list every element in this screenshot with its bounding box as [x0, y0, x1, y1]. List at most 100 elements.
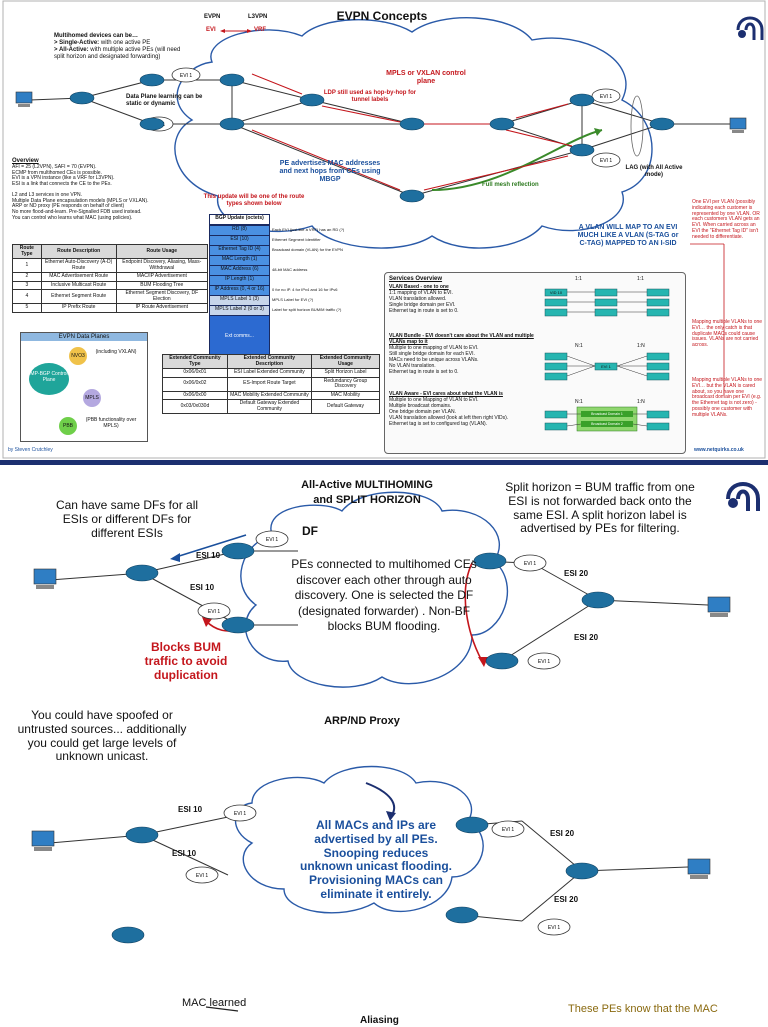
- table-cell: 5: [12, 303, 42, 313]
- service-line: Multiple to one Mapping of VLAN to EVI.: [389, 397, 479, 403]
- ratio-label: 1:1: [637, 276, 644, 282]
- right-note-3: Mapping multiple VLANs to one EVI… but t…: [692, 377, 763, 418]
- esi20-label: ESI 20: [574, 633, 599, 642]
- mpls-plane-note: MPLS or VXLAN control plane: [386, 70, 466, 86]
- bgp-update-title: BGP Update (octets): [209, 214, 270, 225]
- esi20-label: ESI 20: [554, 895, 579, 904]
- ratio-label: 1:N: [637, 343, 645, 349]
- mac-learned-note: MAC learned: [182, 997, 247, 1009]
- service-mapping-diagram: [544, 288, 670, 432]
- computer-icons: [15, 91, 747, 133]
- ext-community-table: Extended Community Type Extended Communi…: [162, 354, 381, 414]
- bgp-note: Each EVI (just like a VRF) has an RD (?): [272, 227, 345, 232]
- data-planes-box: EVPN Data Planes MP-BGP Control Plane NV…: [20, 332, 148, 442]
- ldp-note: LDP still used as hop-by-hop for tunnel …: [323, 90, 417, 103]
- vxlan-note: (including VXLAN): [95, 349, 137, 355]
- evpn-mapping-label: EVPN: [204, 14, 221, 20]
- evi-label-c: EVI 1: [600, 94, 612, 100]
- evi-tag: EVI 1: [208, 609, 220, 615]
- arp-proxy-title: ARP/ND Proxy: [324, 715, 400, 727]
- table-cell: 4: [12, 289, 42, 304]
- bgp-note: MPLS Label for EVI (?): [272, 297, 314, 302]
- service-vlan-bundle: VLAN Bundle - EVI doesn't care about the…: [389, 333, 539, 375]
- mpls-circle: MPLS: [83, 389, 101, 407]
- panel-divider: [0, 460, 768, 465]
- single-active-desc: with one active PE: [99, 39, 151, 46]
- right-note-1: One EVI per VLAN (possibly indicating ea…: [692, 199, 760, 240]
- page-title: EVPN Concepts: [336, 9, 428, 23]
- table-cell: MAC Mobility: [310, 390, 381, 400]
- evi-mapping-label: EVI: [206, 27, 216, 33]
- evi-tag: EVI 1: [548, 925, 560, 931]
- pbb-circle: PBB: [59, 417, 77, 435]
- table-cell: 0x03/0x030d: [162, 399, 228, 414]
- section-title-1: All-Active MULTIHOMING: [301, 479, 433, 491]
- table-cell: MAC Mobility Extended Community: [226, 390, 312, 400]
- proxy-note: All MACs and IPs are advertised by all P…: [300, 818, 452, 901]
- dp-learning-note: Data Plane learning can be static or dyn…: [126, 94, 203, 107]
- ratio-label: N:1: [575, 399, 583, 405]
- table-cell: Inclusive Multicast Route: [40, 280, 117, 290]
- table-cell: 1: [12, 258, 42, 273]
- overview-line: ARP or ND proxy (PE responds on behalf o…: [12, 203, 125, 210]
- services-heading: Services Overview: [389, 276, 443, 282]
- service-line: Ethernet tag in route is set to 0.: [389, 369, 459, 375]
- overview-line: EVI is a VPN instance (like a VRF for L3…: [12, 175, 115, 182]
- blocks-bum-note: Blocks BUM traffic to avoid duplication: [144, 640, 228, 682]
- service-line: VLAN translation allowed.: [389, 296, 447, 302]
- table-cell: Ethernet Segment Discovery, DF Election: [115, 289, 209, 304]
- service-line: Multiple broadcast domains.: [389, 403, 452, 409]
- table-cell: ESI Label Extended Community: [226, 368, 312, 378]
- esi20-label: ESI 20: [550, 829, 575, 838]
- table-cell: Default Gateway Extended Community: [226, 399, 312, 414]
- ratio-label: N:1: [575, 343, 583, 349]
- overview-heading: Overview: [12, 158, 39, 164]
- bgp-note: 0 for no IP. 4 for IPv4 and 16 for IPv6: [272, 287, 338, 292]
- route-type-table: Route Type Route Description Route Usage…: [12, 244, 209, 313]
- all-active-desc: with multiple active PEs (will need spli…: [54, 46, 181, 60]
- provider-cloud: [174, 17, 653, 249]
- table-cell: Default Gateway: [310, 399, 381, 414]
- overview-line: Multiple Data Plane encapsulation models…: [12, 197, 149, 204]
- service-line: VLAN translation allowed (look at left t…: [389, 415, 509, 421]
- df-label: DF: [302, 524, 318, 538]
- service-line: Still single bridge domain for each EVI.: [389, 351, 475, 357]
- pe-advertise-note: PE advertises MAC addresses and next hop…: [279, 160, 381, 184]
- table-cell: Endpoint Discovery, Aliasing, Mass-Withd…: [115, 258, 209, 273]
- spoof-note: You could have spoofed or untrusted sour…: [17, 708, 187, 764]
- table-cell: IP Route Advertisement: [115, 303, 209, 313]
- service-line: Ethernet tag in route is set to 0.: [389, 308, 459, 314]
- overview-line: You can control who learns what MAC (usi…: [12, 214, 133, 221]
- vrf-mapping-label: VRF: [254, 27, 266, 33]
- overview-line: AFI = 25 (L2VPN), SAFI = 70 (EVPN).: [12, 163, 97, 170]
- all-active-term: > All-Active:: [54, 46, 89, 53]
- aliasing-note: These PEs know that the MAC: [568, 1003, 718, 1015]
- table-cell: BUM Flooding Tree: [115, 280, 209, 290]
- section-title-2: and SPLIT HORIZON: [313, 494, 421, 506]
- pbb-note: (PBB functionality over MPLS): [85, 417, 137, 429]
- service-line: Single bridge domain per EVI.: [389, 302, 456, 308]
- evi-label-d: EVI 1: [600, 158, 612, 164]
- right-note-2: Mapping multiple VLANs to one EVI… the o…: [692, 319, 763, 348]
- ratio-label: 1:N: [637, 399, 645, 405]
- auto-discovery-note: PEs connected to multihomed CEs discover…: [291, 557, 477, 634]
- overview-line: No more flood-and-learn. Pre-Signalled F…: [12, 209, 142, 216]
- table-cell: 0x06/0x01: [162, 368, 228, 378]
- table-cell: ES-Import Route Target: [226, 376, 312, 392]
- vlan-map-note: A VLAN WILL MAP TO AN EVI MUCH LIKE A VL…: [577, 224, 679, 248]
- service-line: Ethernet tag is set to configured tag (V…: [389, 421, 488, 427]
- table-cell: 0x06/0x02: [162, 376, 228, 392]
- nvo3-circle: NVO3: [69, 347, 87, 365]
- bgp-note: Broadcast domain (VLAN) for the EVPN: [272, 247, 343, 252]
- service-line: MACs need to be unique across VLANs.: [389, 357, 479, 363]
- single-active-term: > Single-Active:: [54, 39, 100, 46]
- ratio-label: 1:1: [575, 276, 582, 282]
- website-link[interactable]: www.netquirks.co.uk: [694, 447, 744, 453]
- mp-bgp-circle: MP-BGP Control Plane: [29, 363, 69, 395]
- evi-tag: EVI 1: [234, 811, 246, 817]
- esi10-label: ESI 10: [178, 805, 203, 814]
- evi-tag: EVI 1: [266, 537, 278, 543]
